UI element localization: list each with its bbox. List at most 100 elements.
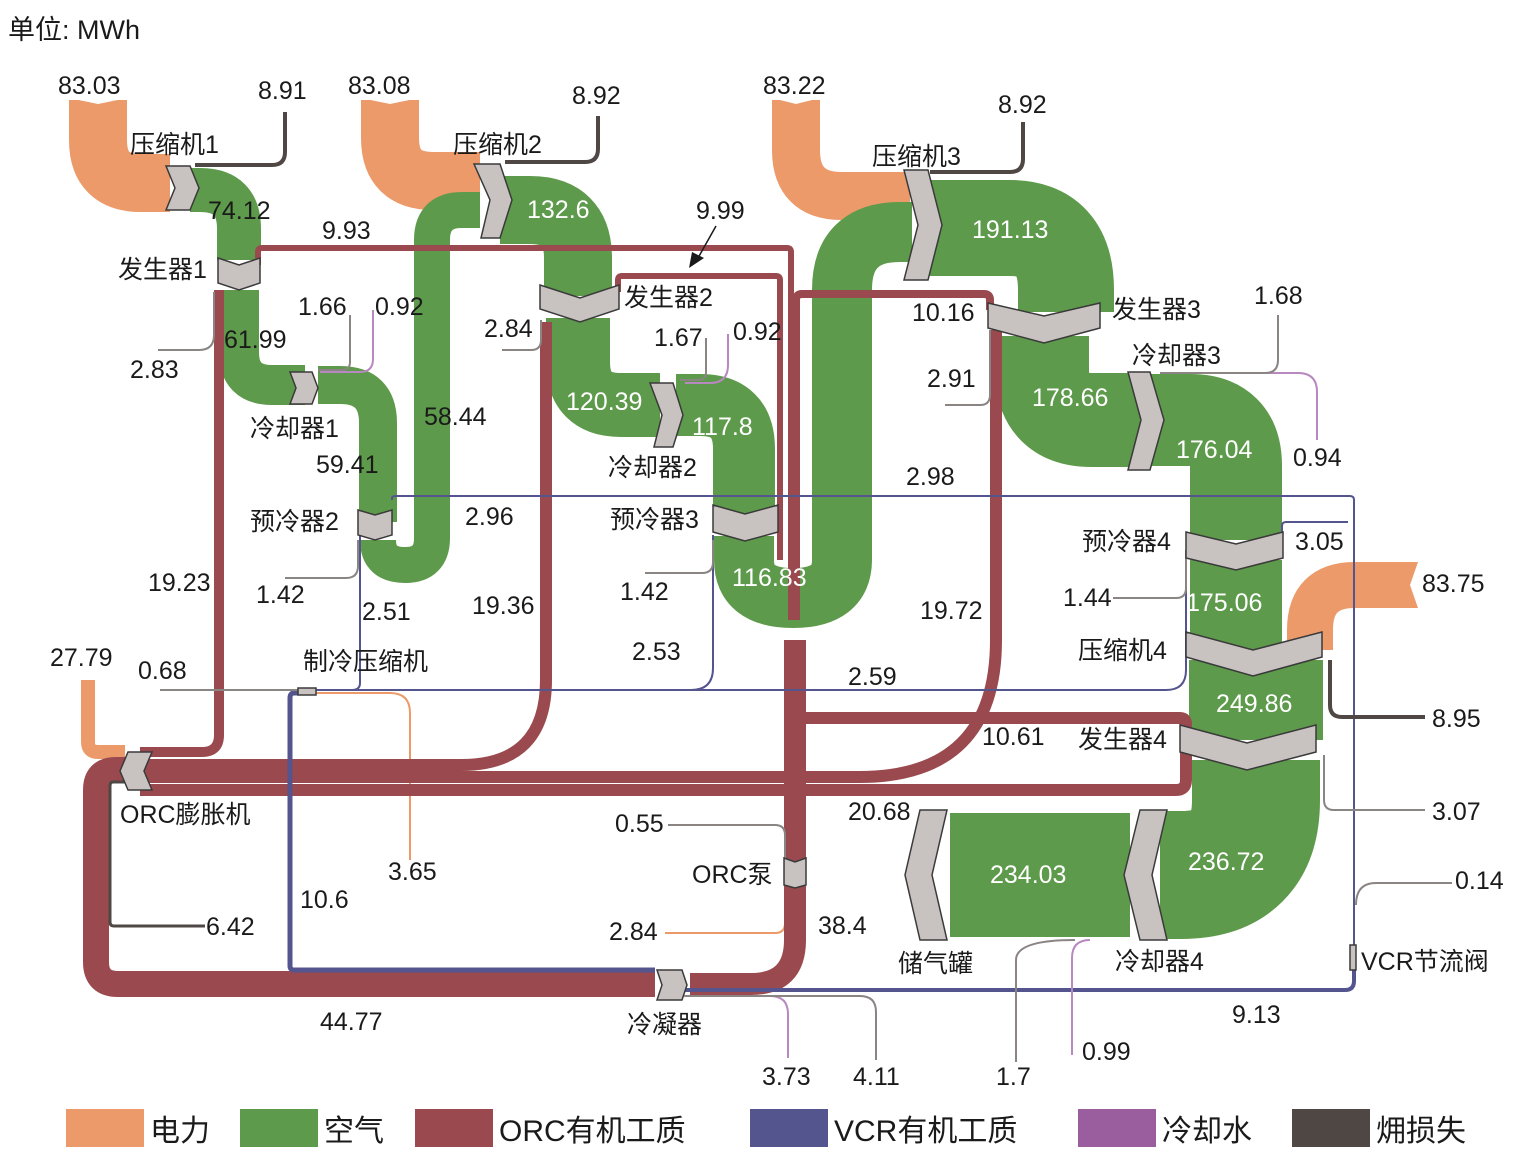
node-compressor1[interactable] xyxy=(164,165,200,211)
legend-swatch xyxy=(415,1109,493,1147)
value-cw-cl4: 0.99 xyxy=(1082,1038,1131,1066)
value-orc-g4: 10.61 xyxy=(982,723,1045,751)
label-orc-expander: ORC膨胀机 xyxy=(120,801,251,829)
vcr-bottom xyxy=(685,970,1356,992)
value-loss-g2: 2.84 xyxy=(484,315,533,343)
node-compressor4[interactable] xyxy=(1185,631,1323,677)
value-orc-pump-out: 38.4 xyxy=(818,912,867,940)
label-cooler4: 冷却器4 xyxy=(1115,948,1204,976)
value-orc-g1-out: 9.93 xyxy=(322,217,371,245)
vcr-top xyxy=(391,495,1355,945)
exergy-loss-thin-lines xyxy=(158,292,1452,1062)
value-air-pc4-out: 175.06 xyxy=(1186,589,1262,617)
cw-cl1 xyxy=(320,310,374,373)
air-c3-out xyxy=(930,180,1114,338)
power-c1-notch xyxy=(64,95,132,104)
value-vcr-pc3: 2.53 xyxy=(632,638,681,666)
value-loss-g4: 3.07 xyxy=(1432,798,1481,826)
loss-cl1 xyxy=(318,315,351,371)
legend-label: 冷却水 xyxy=(1162,1115,1252,1148)
loss-vcrv xyxy=(1355,882,1452,906)
node-condenser[interactable] xyxy=(655,969,688,1001)
value-vcr-valve-loss: 0.14 xyxy=(1455,867,1504,895)
label-generator1: 发生器1 xyxy=(118,256,207,284)
legend-label: 㶲损失 xyxy=(1376,1115,1466,1148)
value-air-g1-out: 61.99 xyxy=(224,326,287,354)
orc-g3-down xyxy=(140,330,1002,783)
legend-label: VCR有机工质 xyxy=(834,1115,1018,1148)
node-generator1[interactable] xyxy=(217,256,261,291)
node-precooler3[interactable] xyxy=(712,504,779,542)
value-air-cl4: 236.72 xyxy=(1188,848,1264,876)
loss-pc4 xyxy=(1113,550,1187,599)
orc-g1-down xyxy=(140,290,224,757)
loss-cl4 xyxy=(1015,939,1076,1062)
label-generator3: 发生器3 xyxy=(1112,296,1201,324)
loss-pc2 xyxy=(285,540,359,579)
value-loss-cond: 4.11 xyxy=(853,1063,900,1091)
label-compressor4: 压缩机4 xyxy=(1078,637,1167,665)
power-c3-notch xyxy=(768,95,824,104)
value-loss-cl1: 1.66 xyxy=(298,293,347,321)
exergy-loss-lines xyxy=(108,112,1425,928)
node-compressor2[interactable] xyxy=(472,163,513,239)
label-compressor2: 压缩机2 xyxy=(453,131,542,159)
label-cooler2: 冷却器2 xyxy=(608,454,697,482)
label-generator4: 发生器4 xyxy=(1078,726,1167,754)
value-power-c2: 83.08 xyxy=(348,72,411,100)
node-cooler3[interactable] xyxy=(1127,371,1165,471)
loss-exp xyxy=(108,780,205,928)
node-precooler4[interactable] xyxy=(1185,531,1284,571)
power-c4-flow xyxy=(1287,562,1420,653)
label-condenser: 冷凝器 xyxy=(627,1011,702,1039)
value-vcr-left: 10.6 xyxy=(300,886,349,914)
node-cooler4[interactable] xyxy=(1123,809,1168,941)
legend-label: 空气 xyxy=(324,1115,384,1148)
nodes xyxy=(119,163,1357,1001)
loss-g4 xyxy=(1323,755,1425,811)
value-vcr-top: 2.98 xyxy=(906,463,955,491)
node-orc-pump[interactable] xyxy=(783,856,807,889)
value-air-c3-out: 191.13 xyxy=(972,216,1048,244)
node-cooler1[interactable] xyxy=(288,371,319,405)
value-vcr-refc: 2.59 xyxy=(848,663,897,691)
node-orc-expander[interactable] xyxy=(119,751,154,791)
value-air-g2-out: 120.39 xyxy=(566,388,642,416)
legend-swatch xyxy=(240,1109,318,1147)
value-orc-g2-out: 19.36 xyxy=(472,592,535,620)
orc-g2-top xyxy=(615,273,783,560)
vcr-flows xyxy=(287,495,1356,992)
value-air-c4-out: 249.86 xyxy=(1216,690,1292,718)
node-compressor3[interactable] xyxy=(903,169,943,281)
node-generator4[interactable] xyxy=(1179,724,1317,771)
value-cw-cl1: 0.92 xyxy=(375,293,424,321)
value-orc-g1-down: 19.23 xyxy=(148,569,211,597)
node-storage-tank[interactable] xyxy=(904,809,948,941)
value-loss-g3: 2.91 xyxy=(927,365,976,393)
node-ref-compressor[interactable] xyxy=(297,687,317,696)
value-cw-cl3: 0.94 xyxy=(1293,444,1342,472)
node-labels: 压缩机1 发生器1 冷却器1 预冷器2 压缩机2 发生器2 冷却器2 预冷器3 … xyxy=(118,131,1489,1039)
value-air-pc3-out: 116.83 xyxy=(732,564,807,592)
node-vcr-valve[interactable] xyxy=(1349,944,1357,971)
orc-g1-top xyxy=(255,245,794,620)
value-air-g3-out: 178.66 xyxy=(1032,384,1108,412)
value-air-cl2-out: 117.8 xyxy=(692,413,753,441)
loss-g2 xyxy=(502,320,542,351)
value-air-cl3-out: 176.04 xyxy=(1176,436,1253,464)
air-g1-out xyxy=(219,290,305,405)
legend-swatch xyxy=(750,1109,828,1147)
air-pc3-u xyxy=(714,202,930,628)
loss-g1 xyxy=(158,292,215,351)
node-generator3[interactable] xyxy=(987,302,1101,344)
value-power-exp: 27.79 xyxy=(50,644,113,672)
node-precooler2[interactable] xyxy=(357,508,393,541)
electricity-flows xyxy=(69,100,1420,934)
node-cooler2[interactable] xyxy=(648,382,684,448)
value-power-c3: 83.22 xyxy=(763,72,826,100)
value-loss-c1: 8.91 xyxy=(258,77,307,105)
node-generator2[interactable] xyxy=(539,283,620,323)
legend-label: ORC有机工质 xyxy=(499,1115,686,1148)
value-vcr-bottom: 9.13 xyxy=(1232,1001,1281,1029)
